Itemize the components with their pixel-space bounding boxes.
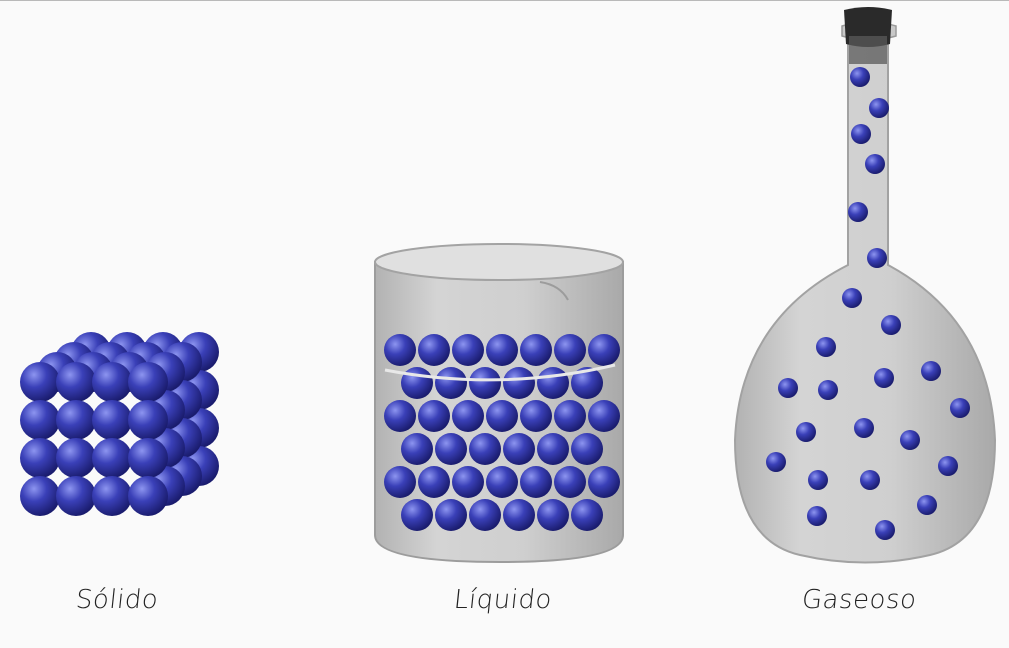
particle <box>56 400 96 440</box>
particle <box>818 380 838 400</box>
particle <box>401 433 433 465</box>
particle <box>435 433 467 465</box>
particle <box>469 367 501 399</box>
particle <box>128 362 168 402</box>
liquid-particles <box>384 334 620 531</box>
particle <box>520 466 552 498</box>
particle <box>56 362 96 402</box>
particle <box>56 438 96 478</box>
label-liquid: Líquido <box>452 585 554 615</box>
particle <box>554 466 586 498</box>
particle <box>92 362 132 402</box>
particle <box>486 334 518 366</box>
particle <box>869 98 889 118</box>
particle <box>867 248 887 268</box>
particle <box>418 400 450 432</box>
particle <box>452 400 484 432</box>
stopper-plug <box>849 36 887 64</box>
particle <box>401 367 433 399</box>
particle <box>503 433 535 465</box>
top-border <box>0 0 1009 1</box>
particle <box>503 367 535 399</box>
particle <box>469 433 501 465</box>
particle <box>20 476 60 516</box>
particle <box>128 438 168 478</box>
particle <box>796 422 816 442</box>
particle <box>571 367 603 399</box>
particle <box>56 476 96 516</box>
particle <box>554 400 586 432</box>
particle <box>917 495 937 515</box>
particle <box>401 499 433 531</box>
particle <box>808 470 828 490</box>
particle <box>875 520 895 540</box>
particle <box>588 466 620 498</box>
particle <box>860 470 880 490</box>
particle <box>537 499 569 531</box>
particle <box>554 334 586 366</box>
particle <box>20 400 60 440</box>
particle <box>537 433 569 465</box>
particle <box>900 430 920 450</box>
particle <box>851 124 871 144</box>
particle <box>874 368 894 388</box>
particle <box>20 362 60 402</box>
particle <box>842 288 862 308</box>
particle <box>469 499 501 531</box>
particle <box>571 499 603 531</box>
particle <box>418 466 450 498</box>
particle <box>520 334 552 366</box>
particle <box>435 367 467 399</box>
particle <box>520 400 552 432</box>
particle <box>92 476 132 516</box>
particle <box>881 315 901 335</box>
particle <box>938 456 958 476</box>
label-gas: Gaseoso <box>800 585 919 615</box>
particle <box>384 466 416 498</box>
particle <box>452 466 484 498</box>
particle <box>816 337 836 357</box>
particle <box>452 334 484 366</box>
particle <box>950 398 970 418</box>
particle <box>435 499 467 531</box>
particle <box>588 334 620 366</box>
particle <box>537 367 569 399</box>
particle <box>384 334 416 366</box>
particle <box>850 67 870 87</box>
particle <box>128 476 168 516</box>
particle <box>865 154 885 174</box>
particle <box>128 400 168 440</box>
particle <box>503 499 535 531</box>
particle <box>807 506 827 526</box>
particle <box>486 466 518 498</box>
liquid-surface-line <box>384 363 616 382</box>
particle <box>854 418 874 438</box>
label-solid: Sólido <box>74 585 160 615</box>
particle <box>486 400 518 432</box>
particle <box>778 378 798 398</box>
particle <box>92 438 132 478</box>
solid-particle-cube <box>20 332 219 516</box>
particle <box>92 400 132 440</box>
particle <box>418 334 450 366</box>
particle <box>571 433 603 465</box>
particle <box>384 400 416 432</box>
particle <box>848 202 868 222</box>
particle <box>588 400 620 432</box>
particle <box>766 452 786 472</box>
particle <box>20 438 60 478</box>
particle <box>921 361 941 381</box>
gas-particles <box>766 67 970 540</box>
